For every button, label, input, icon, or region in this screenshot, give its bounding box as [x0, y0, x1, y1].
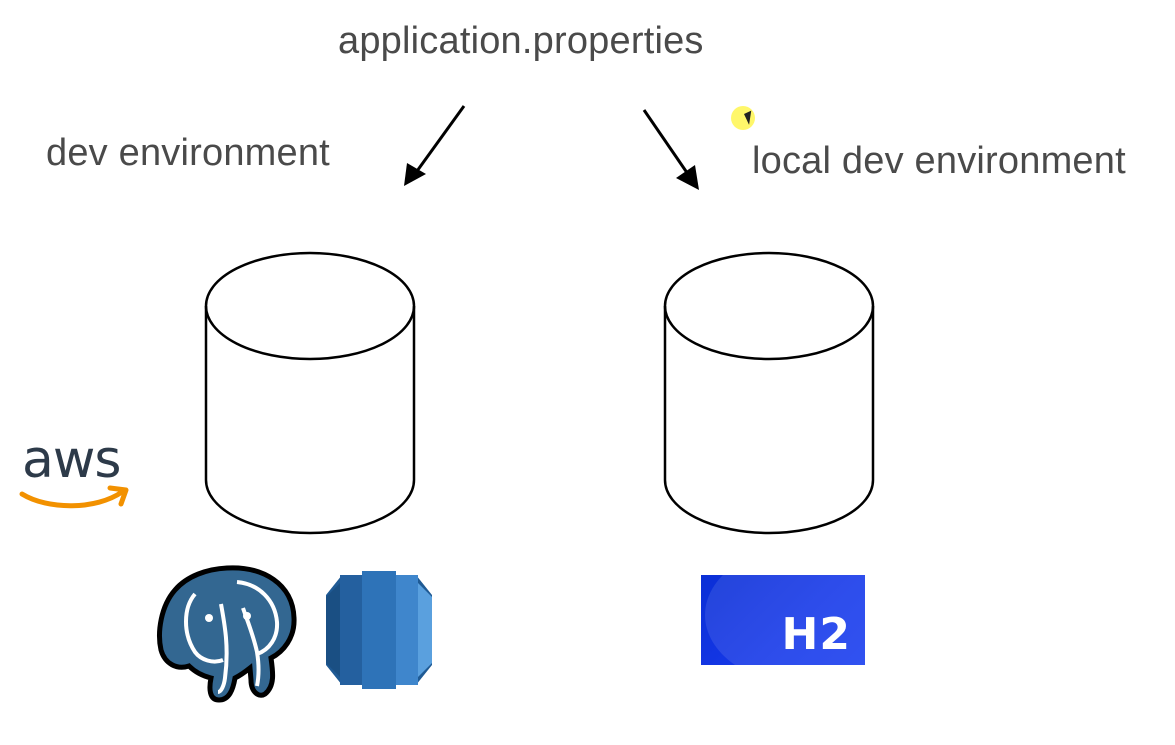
h2-logo-text: H2: [781, 609, 851, 660]
aws-smile-icon: [19, 485, 129, 509]
arrow-to-dev: [404, 105, 466, 186]
cursor-highlight: [731, 106, 755, 130]
h2-logo-swoosh: [705, 575, 865, 665]
local-dev-database-cylinder: [663, 251, 875, 535]
postgresql-logo: [157, 565, 297, 703]
diagram-title: application.properties: [338, 20, 704, 62]
amazon-rds-logo: [326, 571, 432, 689]
dev-database-cylinder: [204, 251, 416, 535]
dev-environment-label: dev environment: [46, 132, 330, 174]
h2-logo: H2: [701, 575, 865, 665]
aws-logo-text: aws: [22, 430, 121, 490]
arrow-to-local-dev: [642, 109, 699, 190]
local-dev-environment-label: local dev environment: [752, 140, 1126, 182]
aws-logo: aws: [18, 434, 130, 516]
